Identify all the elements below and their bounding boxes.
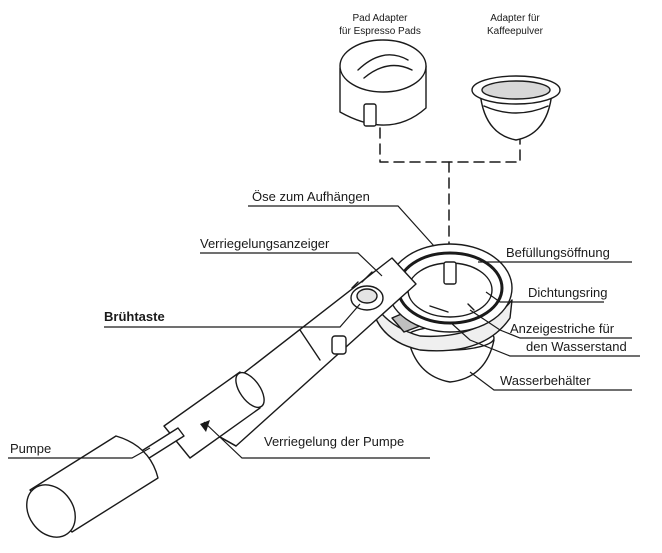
adapter-connector-lines — [379, 127, 521, 263]
coffee-adapter-drawing — [471, 75, 561, 141]
label-lock-indicator: Verriegelungsanzeiger — [200, 236, 330, 251]
label-brew-button: Brühtaste — [104, 309, 165, 324]
brew-button-drawing — [350, 271, 384, 311]
pad-adapter-drawing — [339, 39, 427, 127]
label-hanging-eyelet: Öse zum Aufhängen — [252, 189, 370, 204]
nozzle-drawing — [331, 335, 347, 355]
pad-adapter-caption-line1: Pad Adapter — [352, 13, 408, 24]
pad-adapter-caption-line2: für Espresso Pads — [339, 26, 421, 37]
pump-drawing — [26, 435, 159, 538]
leader-lines — [8, 205, 640, 459]
label-pump-lock: Verriegelung der Pumpe — [264, 434, 405, 449]
label-fill-opening: Befüllungsöffnung — [506, 245, 610, 260]
coffee-adapter-caption-line1: Adapter für — [490, 13, 540, 24]
coffee-adapter-caption-line2: Kaffeepulver — [487, 26, 543, 37]
head-ring-drawing — [387, 243, 513, 333]
label-water-level-line2: den Wasserstand — [526, 339, 627, 354]
label-sealing-ring: Dichtungsring — [528, 285, 608, 300]
label-pump: Pumpe — [10, 441, 52, 456]
label-water-level-line1: Anzeigestriche für — [510, 321, 615, 336]
label-water-tank: Wasserbehälter — [500, 373, 591, 388]
lower-tube-drawing — [163, 371, 261, 459]
pad-adapter-caption: Pad Adapter für Espresso Pads — [320, 12, 440, 38]
head-collar-drawing — [369, 295, 513, 352]
coffee-adapter-caption: Adapter für Kaffeepulver — [460, 12, 570, 38]
